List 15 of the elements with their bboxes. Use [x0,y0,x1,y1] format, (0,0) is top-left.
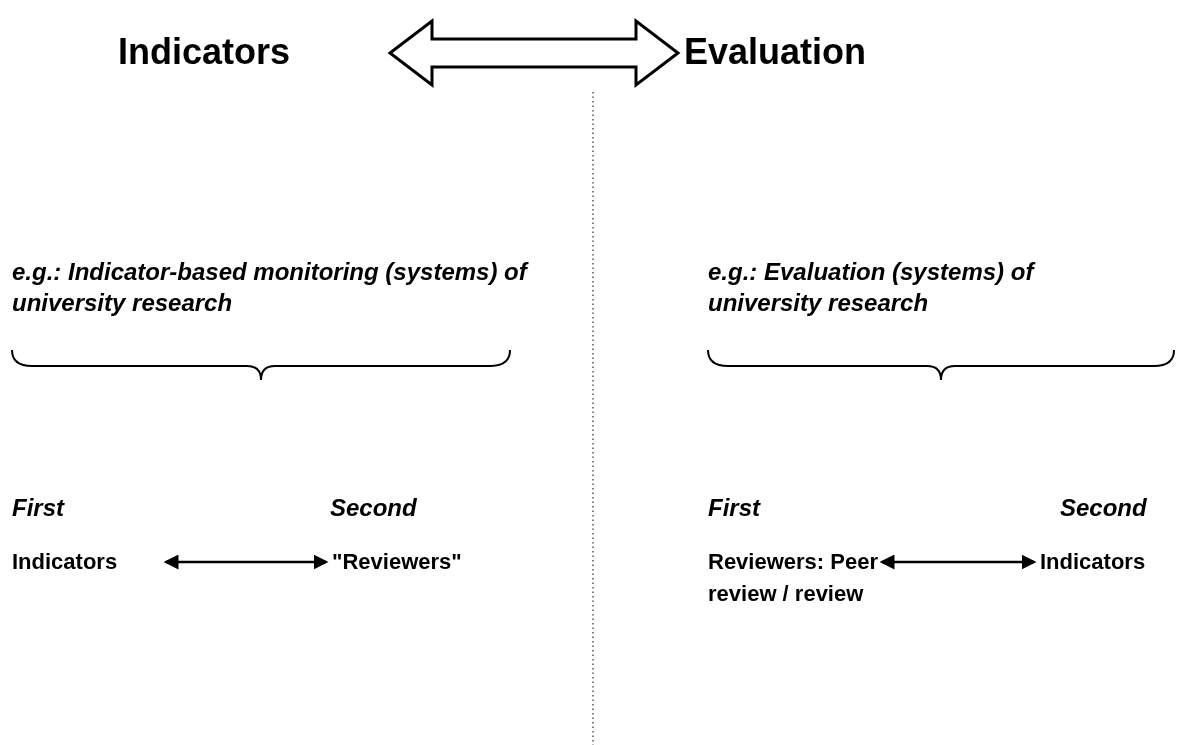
heading-text: Evaluation [684,30,906,74]
double-arrow [163,554,329,570]
column-heading: Second [330,493,418,523]
term-text: "Reviewers" [332,546,532,578]
column-heading: First [708,493,762,523]
term-text: Indicators [12,546,162,578]
column-heading: Second [1060,493,1148,523]
double-arrow [879,554,1037,570]
column-heading: First [12,493,66,523]
heading-text: Indicators [118,30,386,74]
description-text: e.g.: Evaluation (systems) of university research [708,257,1037,319]
term-text: Reviewers: Peer review / review [708,546,878,610]
description-text: e.g.: Indicator-based monitoring (systems) of university research [12,257,530,319]
term-text: Indicators [1040,546,1180,578]
block-arrow [387,17,681,89]
